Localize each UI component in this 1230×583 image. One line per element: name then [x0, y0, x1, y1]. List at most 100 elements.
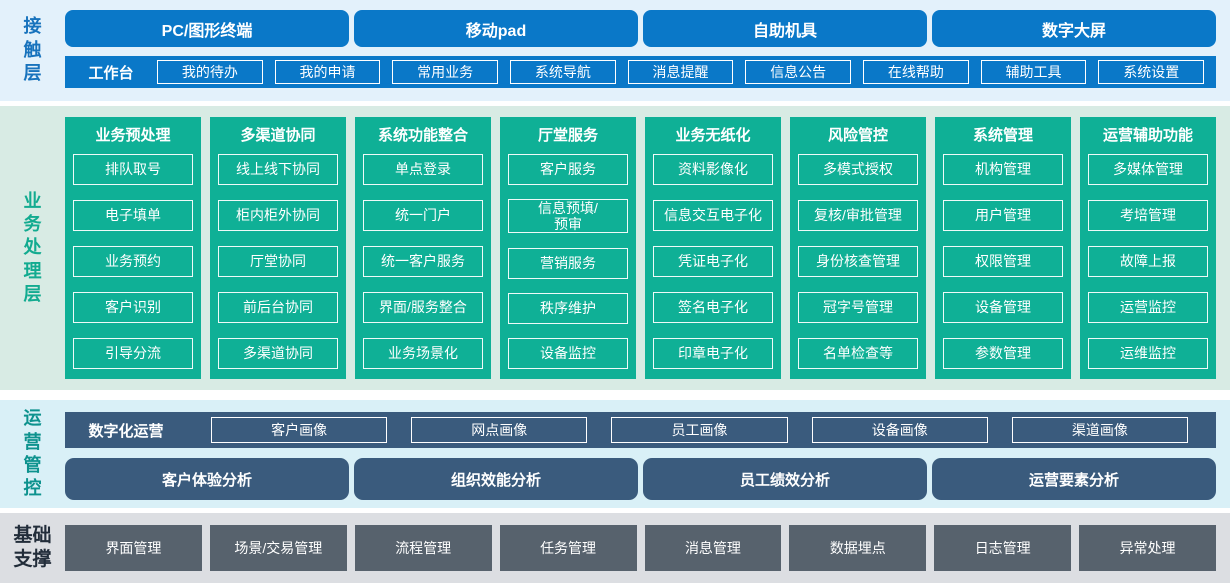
feature-cell: 冠字号管理: [798, 292, 918, 323]
business-layer-gutter: 业务处理层: [0, 106, 65, 390]
feature-cell: 秩序维护: [508, 292, 628, 324]
column-title: 风险管控: [827, 127, 888, 144]
workbench-item-aux-tools: 辅助工具: [980, 60, 1087, 84]
feature-cell: 信息交互电子化: [653, 200, 773, 231]
column-title: 业务预处理: [95, 127, 171, 144]
feature-cell: 引导分流: [73, 338, 193, 369]
column-items: 单点登录 统一门户 统一客户服务 界面/服务整合 业务场景化: [363, 154, 483, 369]
feature-cell: 凭证电子化: [653, 246, 773, 277]
feature-cell: 多媒体管理: [1088, 154, 1208, 185]
contact-layer-label: 接触层: [23, 16, 42, 84]
terminal-row: PC/图形终端 移动pad 自助机具 数字大屏: [65, 10, 1216, 47]
column-items: 机构管理 用户管理 权限管理 设备管理 参数管理: [943, 154, 1063, 369]
column-hall-service: 厅堂服务 客户服务 信息预填/ 预审 营销服务 秩序维护 设备监控: [500, 117, 636, 379]
column-items: 线上线下协同 柜内柜外协同 厅堂协同 前后台协同 多渠道协同: [218, 154, 338, 369]
column-title: 厅堂服务: [537, 127, 598, 144]
feature-cell: 客户服务: [508, 154, 628, 185]
terminal-digital-screen: 数字大屏: [932, 10, 1216, 47]
column-risk-control: 风险管控 多模式授权 复核/审批管理 身份核查管理 冠字号管理 名单检查等: [790, 117, 926, 379]
terminal-self-service: 自助机具: [643, 10, 927, 47]
feature-cell: 客户识别: [73, 292, 193, 323]
column-title: 系统功能整合: [377, 127, 468, 144]
base-layer-label: 基础支撑: [13, 525, 52, 570]
column-title: 系统管理: [972, 127, 1033, 144]
column-title: 业务无纸化: [675, 127, 751, 144]
feature-cell: 柜内柜外协同: [218, 200, 338, 231]
feature-cell: 排队取号: [73, 154, 193, 185]
workbench-bar: 工作台 我的待办 我的申请 常用业务 系统导航 消息提醒 信息公告 在线帮助 辅…: [65, 56, 1216, 88]
base-layer-gutter: 基础支撑: [0, 513, 65, 583]
feature-cell: 复核/审批管理: [798, 200, 918, 231]
column-title: 多渠道协同: [240, 127, 316, 144]
feature-cell: 身份核查管理: [798, 246, 918, 277]
portrait-device: 设备画像: [811, 417, 988, 443]
base-support-layer: 基础支撑 界面管理 场景/交易管理 流程管理 任务管理 消息管理 数据埋点 日志…: [0, 513, 1230, 583]
column-system-integration: 系统功能整合 单点登录 统一门户 统一客户服务 界面/服务整合 业务场景化: [355, 117, 491, 379]
feature-cell: 权限管理: [943, 246, 1063, 277]
workbench-item-online-help: 在线帮助: [863, 60, 969, 84]
feature-cell: 业务预约: [73, 246, 193, 277]
feature-cell: 用户管理: [943, 200, 1063, 231]
column-items: 多模式授权 复核/审批管理 身份核查管理 冠字号管理 名单检查等: [798, 154, 918, 369]
feature-cell: 多渠道协同: [218, 338, 338, 369]
workbench-item-common-business: 常用业务: [392, 60, 499, 84]
terminal-mobile-pad: 移动pad: [354, 10, 638, 47]
base-scene-transaction-management: 场景/交易管理: [209, 525, 347, 571]
feature-cell: 参数管理: [943, 338, 1063, 369]
feature-cell: 机构管理: [943, 154, 1063, 185]
column-items: 排队取号 电子填单 业务预约 客户识别 引导分流: [73, 154, 193, 369]
base-exception-handling: 异常处理: [1079, 525, 1216, 571]
base-data-tracking: 数据埋点: [789, 525, 927, 571]
digital-operations-label: 数字化运营: [88, 422, 164, 440]
feature-cell: 设备监控: [508, 338, 628, 369]
contact-layer: 接触层 PC/图形终端 移动pad 自助机具 数字大屏 工作台 我的待办 我的申…: [0, 0, 1230, 101]
feature-cell: 故障上报: [1088, 246, 1208, 277]
feature-cell: 前后台协同: [218, 292, 338, 323]
workbench-item-message-reminder: 消息提醒: [627, 60, 734, 84]
column-paperless-business: 业务无纸化 资料影像化 信息交互电子化 凭证电子化 签名电子化 印章电子化: [645, 117, 781, 379]
operations-layer-content: 数字化运营 客户画像 网点画像 员工画像 设备画像 渠道画像 客户体验分析 组织…: [65, 400, 1230, 508]
analysis-employee-performance: 员工绩效分析: [643, 458, 927, 500]
operations-layer-gutter: 运营管控: [0, 400, 65, 508]
analysis-ops-elements: 运营要素分析: [932, 458, 1216, 500]
terminal-pc-graphic: PC/图形终端: [65, 10, 349, 47]
feature-cell: 运营监控: [1088, 292, 1208, 323]
workbench-item-info-announcement: 信息公告: [745, 60, 852, 84]
portrait-employee: 员工画像: [611, 417, 788, 443]
workbench-item-my-todo: 我的待办: [157, 60, 263, 84]
feature-cell: 厅堂协同: [218, 246, 338, 277]
base-log-management: 日志管理: [934, 525, 1072, 571]
column-title: 运营辅助功能: [1102, 127, 1193, 144]
feature-cell: 多模式授权: [798, 154, 918, 185]
contact-layer-content: PC/图形终端 移动pad 自助机具 数字大屏 工作台 我的待办 我的申请 常用…: [65, 0, 1230, 101]
feature-cell: 设备管理: [943, 292, 1063, 323]
feature-cell: 资料影像化: [653, 154, 773, 185]
analysis-row: 客户体验分析 组织效能分析 员工绩效分析 运营要素分析: [65, 458, 1216, 500]
business-layer-content: 业务预处理 排队取号 电子填单 业务预约 客户识别 引导分流 多渠道协同 线上线…: [65, 106, 1230, 390]
business-processing-layer: 业务处理层 业务预处理 排队取号 电子填单 业务预约 客户识别 引导分流 多渠道…: [0, 106, 1230, 390]
feature-cell: 界面/服务整合: [363, 292, 483, 323]
workbench-item-system-nav: 系统导航: [510, 60, 616, 84]
feature-cell: 签名电子化: [653, 292, 773, 323]
column-items: 资料影像化 信息交互电子化 凭证电子化 签名电子化 印章电子化: [653, 154, 773, 369]
business-layer-label: 业务处理层: [23, 190, 42, 305]
contact-layer-gutter: 接触层: [0, 0, 65, 101]
feature-cell: 电子填单: [73, 200, 193, 231]
portrait-customer: 客户画像: [211, 417, 388, 443]
base-ui-management: 界面管理: [65, 525, 202, 571]
feature-cell: 统一门户: [363, 200, 483, 231]
feature-cell: 单点登录: [363, 154, 483, 185]
feature-cell: 业务场景化: [363, 338, 483, 369]
feature-cell: 名单检查等: [798, 338, 918, 369]
analysis-org-efficiency: 组织效能分析: [354, 458, 638, 500]
column-multi-channel-collab: 多渠道协同 线上线下协同 柜内柜外协同 厅堂协同 前后台协同 多渠道协同: [210, 117, 346, 379]
base-layer-content: 界面管理 场景/交易管理 流程管理 任务管理 消息管理 数据埋点 日志管理 异常…: [65, 513, 1230, 583]
operations-layer-label: 运营管控: [23, 408, 42, 499]
portrait-branch: 网点画像: [411, 417, 588, 443]
analysis-customer-experience: 客户体验分析: [65, 458, 349, 500]
feature-cell: 信息预填/ 预审: [508, 199, 628, 234]
feature-cell: 考培管理: [1088, 200, 1208, 231]
column-items: 客户服务 信息预填/ 预审 营销服务 秩序维护 设备监控: [508, 154, 628, 369]
workbench-item-system-settings: 系统设置: [1098, 60, 1205, 84]
column-business-preprocess: 业务预处理 排队取号 电子填单 业务预约 客户识别 引导分流: [65, 117, 201, 379]
